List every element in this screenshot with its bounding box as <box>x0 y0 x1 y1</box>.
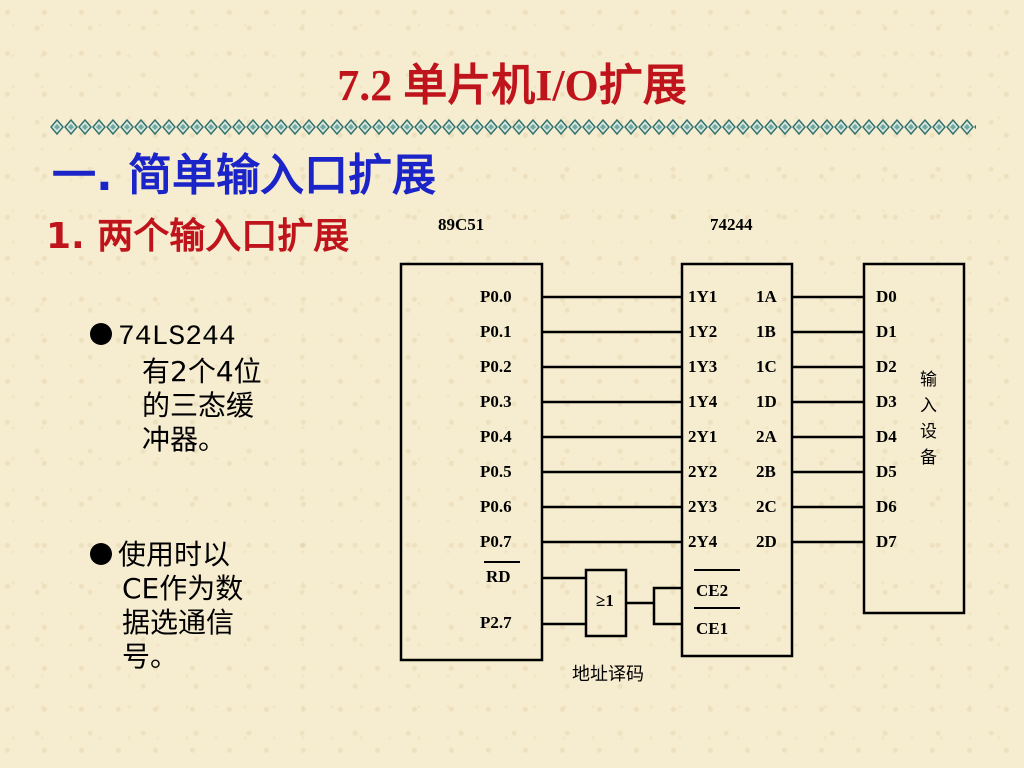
control-wires <box>542 576 682 626</box>
mcu-chip-label: 89C51 <box>438 215 484 234</box>
decorative-divider <box>50 118 976 136</box>
or-gate-label: ≥1 <box>596 591 614 610</box>
device-label-char: 输 <box>920 370 937 389</box>
device-pins: D0 D1 D2 D3 D4 D5 D6 D7 <box>876 287 897 551</box>
buffer-chip-label: 74244 <box>710 215 753 234</box>
mcu-pin: P0.5 <box>480 462 512 481</box>
input-device-label: 输 入 设 备 <box>920 370 937 467</box>
device-label-char: 备 <box>920 448 937 467</box>
mcu-pin: P0.4 <box>480 427 512 446</box>
buffer-pin: 2A <box>756 427 778 446</box>
mcu-pin: P0.0 <box>480 287 512 306</box>
bullet-2-line-4: 号。 <box>122 640 179 673</box>
rd-pin-label: RD <box>486 567 511 586</box>
bullet-2-line-3: 据选通信 <box>122 606 235 639</box>
device-pin: D5 <box>876 462 897 481</box>
bullet-item-1: 74LS244 有2个4位 的三态缓 冲器。 <box>90 318 310 457</box>
buffer-pin: 1C <box>756 357 777 376</box>
device-pin: D2 <box>876 357 897 376</box>
mcu-pin: P0.1 <box>480 322 512 341</box>
mcu-chip-box <box>399 262 544 662</box>
section-heading: 一. 简单输入口扩展 <box>52 150 437 201</box>
buffer-chip-box <box>680 262 794 658</box>
device-label-char: 入 <box>920 396 937 415</box>
buffer-pin: 1Y2 <box>688 322 717 341</box>
buffer-pin: 2C <box>756 497 777 516</box>
bullet-dot-icon <box>90 323 112 345</box>
buffer-pin: 2Y1 <box>688 427 717 446</box>
buffer-pin: 1D <box>756 392 777 411</box>
buffer-right-pins: 1A 1B 1C 1D 2A 2B 2C 2D <box>756 287 778 551</box>
bullet-1-line-2: 有2个4位 <box>142 355 262 388</box>
bullet-2-line-1: 使用时以 <box>118 538 231 571</box>
bullet-dot-icon <box>90 543 112 565</box>
mcu-pins: P0.0 P0.1 P0.2 P0.3 P0.4 P0.5 P0.6 P0.7 <box>480 287 512 551</box>
device-pin: D6 <box>876 497 897 516</box>
buffer-pin: 1Y1 <box>688 287 717 306</box>
buffer-pin: 1Y3 <box>688 357 717 376</box>
mcu-pin: P0.6 <box>480 497 512 516</box>
bullet-1-line-4: 冲器。 <box>142 423 227 456</box>
buffer-pin: 1A <box>756 287 778 306</box>
mcu-pin: P0.7 <box>480 532 512 551</box>
buffer-pin: 2Y4 <box>688 532 718 551</box>
device-pin: D4 <box>876 427 897 446</box>
sub-heading: 1. 两个输入口扩展 <box>46 216 350 257</box>
device-pin: D0 <box>876 287 897 306</box>
bullet-item-2: 使用时以 CE作为数 据选通信 号。 <box>90 538 310 674</box>
p27-pin-label: P2.7 <box>480 613 512 632</box>
device-bus-lines <box>792 295 864 544</box>
buffer-pin: 2B <box>756 462 776 481</box>
bullet-1-line-3: 的三态缓 <box>142 389 255 422</box>
device-pin: D1 <box>876 322 897 341</box>
slide-title: 7.2 单片机I/O扩展 <box>337 61 687 110</box>
address-decode-label: 地址译码 <box>572 664 644 684</box>
device-pin: D7 <box>876 532 897 551</box>
buffer-pin: 2Y2 <box>688 462 717 481</box>
device-label-char: 设 <box>920 422 937 441</box>
mcu-pin: P0.3 <box>480 392 512 411</box>
buffer-left-pins: 1Y1 1Y2 1Y3 1Y4 2Y1 2Y2 2Y3 2Y4 <box>688 287 718 551</box>
data-bus-lines <box>542 295 682 544</box>
buffer-pin: 2Y3 <box>688 497 717 516</box>
ce2-pin-label: CE2 <box>696 581 728 600</box>
ce1-pin-label: CE1 <box>696 619 728 638</box>
buffer-pin: 1Y4 <box>688 392 718 411</box>
buffer-pin: 2D <box>756 532 777 551</box>
bullet-2-line-2: CE作为数 <box>122 572 244 605</box>
input-device-box <box>862 262 966 615</box>
bullet-1-line-1: 74LS244 <box>118 322 236 353</box>
buffer-pin: 1B <box>756 322 776 341</box>
mcu-pin: P0.2 <box>480 357 512 376</box>
device-pin: D3 <box>876 392 897 411</box>
